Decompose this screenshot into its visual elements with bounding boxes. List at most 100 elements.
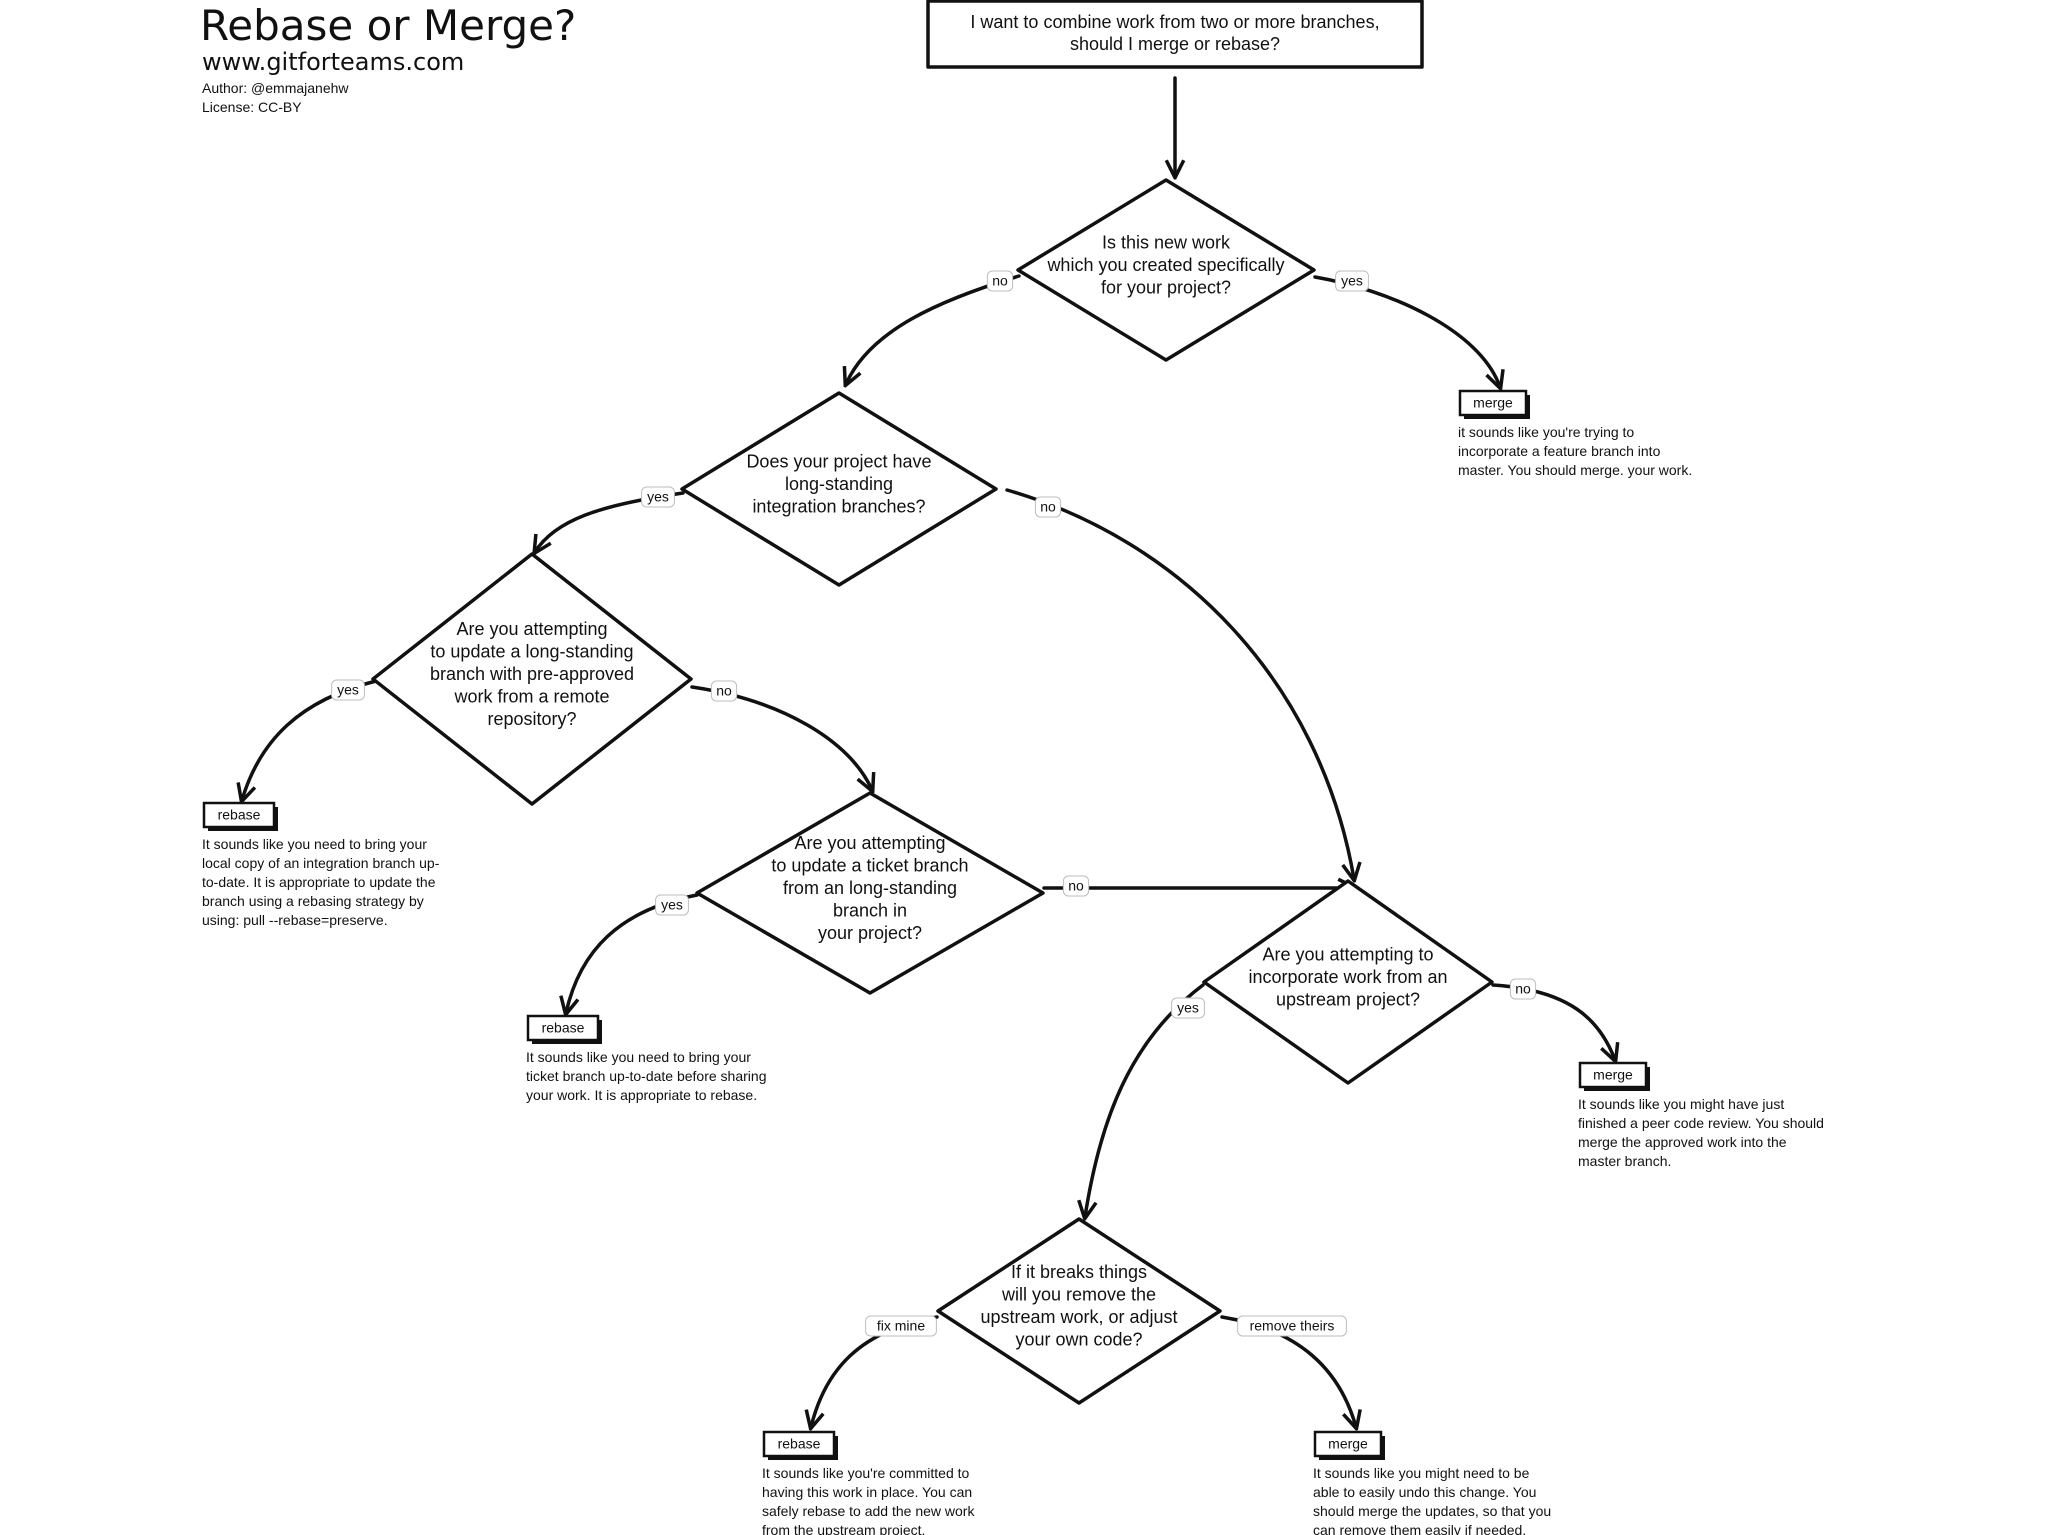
edge-label-pill	[331, 679, 365, 701]
edge-label-pill	[1509, 978, 1537, 1000]
decision-text: your project?	[818, 923, 922, 943]
license-line: License: CC-BY	[202, 99, 302, 115]
decision-text: will you remove the	[1001, 1285, 1156, 1305]
decision-text: Is this new work	[1102, 232, 1231, 252]
decision-text: repository?	[487, 709, 576, 729]
decision-text: upstream work, or adjust	[980, 1307, 1177, 1327]
start-box-text: should I merge or rebase?	[1070, 34, 1280, 54]
edge-label-text: fix mine	[877, 1318, 925, 1334]
edge-label-pill	[641, 486, 675, 508]
edge-label-pill	[865, 1315, 937, 1337]
outcome-box-o3	[526, 1014, 600, 1042]
decision-text: for your project?	[1101, 277, 1231, 297]
decision-text: Are you attempting	[794, 833, 945, 853]
edge-label-q6-o5: fix mine	[865, 1315, 937, 1337]
outcome-note: local copy of an integration branch up-	[202, 855, 440, 871]
outcome-box-o2	[202, 801, 276, 829]
edge-label-pill	[1171, 997, 1205, 1019]
node-q6: If it breaks things will you remove theup…	[936, 1217, 1222, 1405]
edge-q5-q6	[1085, 983, 1205, 1217]
start-box-text: I want to combine work from two or more …	[970, 12, 1379, 32]
edge-label-q3-q4: no	[710, 680, 738, 702]
edge-label-text: yes	[1177, 1000, 1199, 1016]
outcome-label: rebase	[778, 1436, 821, 1452]
diagram-title: Rebase or Merge?	[200, 1, 576, 50]
outcome-note: ticket branch up-to-date before sharing	[526, 1068, 766, 1084]
edge-q2-q5	[1005, 488, 1354, 879]
decision-diamond-q4	[695, 791, 1045, 995]
edge-label-text: no	[1068, 878, 1084, 894]
outcome-note: using: pull --rebase=preserve.	[202, 912, 388, 928]
decision-text: to update a ticket branch	[771, 855, 968, 875]
decision-text: from an long-standing	[783, 878, 957, 898]
outcome-note: able to easily undo this change. You	[1313, 1484, 1536, 1500]
edge-q3-q4	[690, 685, 872, 790]
outcome-note: It sounds like you might have just	[1578, 1096, 1784, 1112]
outcome-label: merge	[1473, 395, 1513, 411]
edge-label-pill	[986, 270, 1014, 292]
edge-q1-q2	[846, 274, 1021, 384]
decision-diamond-q3	[371, 552, 693, 806]
outcome-label: merge	[1328, 1436, 1368, 1452]
outcome-box-o1	[1458, 389, 1528, 417]
edge-label-q5-o4: no	[1509, 978, 1537, 1000]
edge-label-q6-o6: remove theirs	[1237, 1315, 1347, 1337]
outcome-note: merge the approved work into the	[1578, 1134, 1787, 1150]
decision-text: branch in	[833, 900, 907, 920]
outcome-note: your work. It is appropriate to rebase.	[526, 1087, 757, 1103]
edge-label-text: yes	[337, 682, 359, 698]
decision-diamond-q6	[936, 1217, 1222, 1405]
outcome-note: can remove them easily if needed.	[1313, 1522, 1526, 1535]
decision-diamond-q2	[680, 391, 998, 587]
decision-text: integration branches?	[752, 496, 925, 516]
site-url: www.gitforteams.com	[202, 48, 464, 76]
outcome-note: master. You should merge. your work.	[1458, 462, 1692, 478]
decision-diamond-q5	[1202, 879, 1494, 1085]
decision-text: Are you attempting	[456, 619, 607, 639]
edges-layer	[242, 76, 1615, 1427]
node-start: I want to combine work from two or more …	[926, 0, 1424, 69]
decision-text: which you created specifically	[1046, 255, 1284, 275]
edge-label-q4-o3: yes	[655, 894, 689, 916]
outcome-label: rebase	[542, 1020, 585, 1036]
outcome-note: should merge the updates, so that you	[1313, 1503, 1551, 1519]
outcome-label: merge	[1593, 1067, 1633, 1083]
decision-text: your own code?	[1015, 1330, 1142, 1350]
outcome-note: from the upstream project.	[762, 1522, 925, 1535]
edge-label-pill	[1034, 496, 1062, 518]
outcome-label: rebase	[218, 807, 261, 823]
edge-label-text: no	[1515, 981, 1531, 997]
edge-label-pill	[1237, 1315, 1347, 1337]
nodes-layer: I want to combine work from two or more …	[202, 0, 1824, 1535]
edge-label-q2-q3: yes	[641, 486, 675, 508]
edge-label-text: remove theirs	[1250, 1318, 1335, 1334]
decision-text: branch with pre-approved	[430, 664, 634, 684]
edge-label-pill	[710, 680, 738, 702]
outcome-note: branch using a rebasing strategy by	[202, 893, 424, 909]
decision-text: Does your project have	[746, 451, 931, 471]
author-line: Author: @emmajanehw	[202, 80, 349, 96]
outcome-note: It sounds like you need to bring your	[202, 836, 427, 852]
edge-label-text: yes	[1341, 273, 1363, 289]
decision-text: incorporate work from an	[1248, 967, 1447, 987]
edge-label-q1-o1: yes	[1335, 270, 1369, 292]
edge-label-text: no	[1040, 499, 1056, 515]
outcome-note: finished a peer code review. You should	[1578, 1115, 1824, 1131]
edge-q1-o1	[1313, 275, 1500, 387]
edge-label-pill	[1335, 270, 1369, 292]
node-o2: rebase It sounds like you need to bring y…	[202, 801, 440, 928]
outcome-note: It sounds like you need to bring your	[526, 1049, 751, 1065]
decision-text: If it breaks things	[1011, 1262, 1147, 1282]
node-q2: Does your project havelong-standinginteg…	[680, 391, 998, 587]
outcome-box-o4	[1578, 1061, 1648, 1089]
outcome-note: incorporate a feature branch into	[1458, 443, 1661, 459]
edge-label-q4-q5: no	[1062, 875, 1090, 897]
outcome-note: safely rebase to add the new work	[762, 1503, 975, 1519]
outcome-note: It sounds like you might need to be	[1313, 1465, 1530, 1481]
